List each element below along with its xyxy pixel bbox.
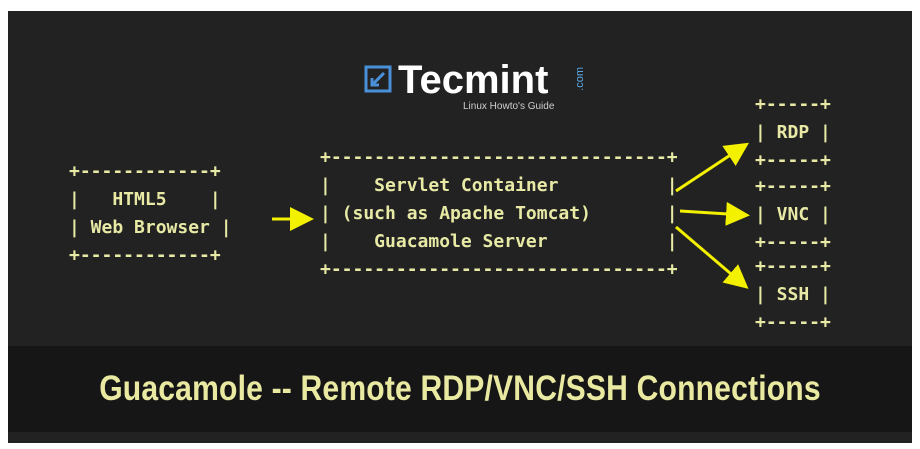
logo-wordmark: Tecmint xyxy=(398,58,549,102)
vnc-box: +-----+ | VNC | +-----+ xyxy=(755,176,831,253)
tecmint-square-arrow-icon xyxy=(364,65,392,93)
rdp-box: +-----+ | RDP | +-----+ xyxy=(755,94,831,171)
logo-tagline: Linux Howto's Guide xyxy=(463,101,555,112)
servlet-container-box: +-------------------------------+ | Serv… xyxy=(320,147,678,280)
html5-web-browser-box: +------------+ | HTML5 | | Web Browser |… xyxy=(69,161,232,266)
title-banner xyxy=(8,346,912,432)
ssh-box: +-----+ | SSH | +-----+ xyxy=(755,256,831,333)
server-to-rdp-arrow xyxy=(675,142,750,193)
server-to-ssh-arrow xyxy=(675,225,749,289)
server-to-vnc-arrow xyxy=(679,201,750,226)
banner-title: Guacamole -- Remote RDP/VNC/SSH Connecti… xyxy=(99,369,821,408)
tecmint-logo: Tecmint .com Linux Howto's Guide xyxy=(364,58,604,118)
